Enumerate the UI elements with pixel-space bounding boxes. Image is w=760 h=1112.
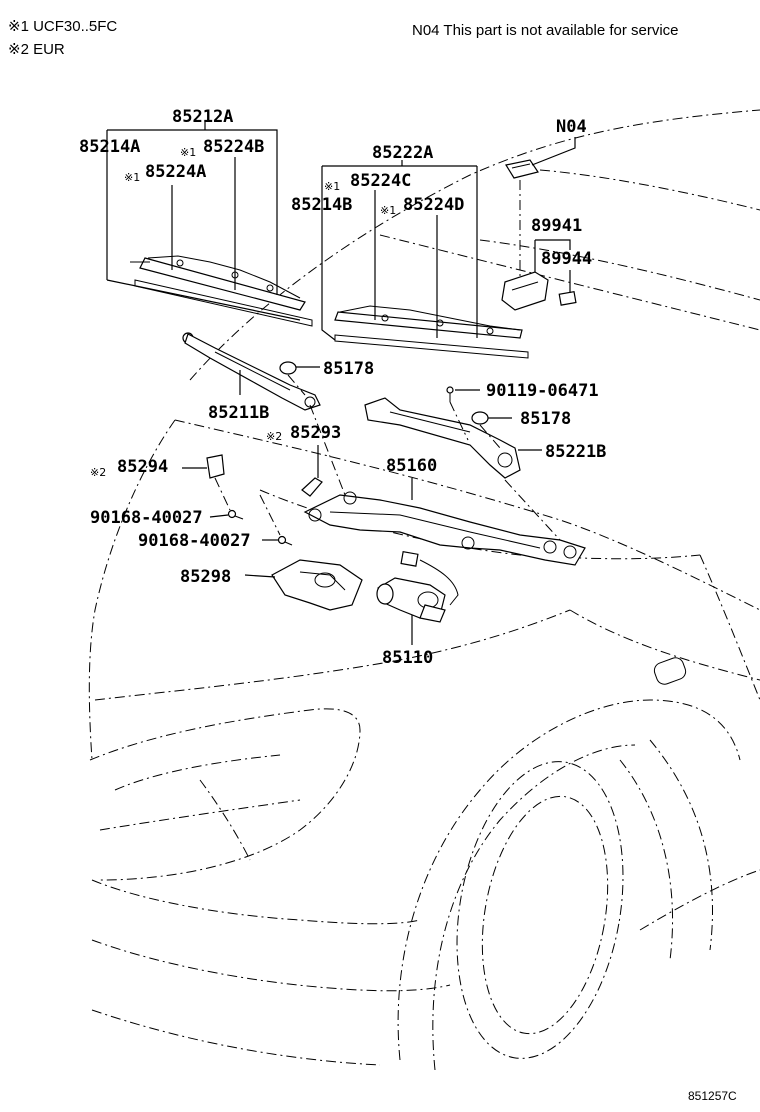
note-n04: N04 This part is not available for servi… — [412, 22, 679, 39]
label-85298: 85298 — [180, 567, 231, 587]
label-85212A: 85212A — [172, 107, 233, 127]
label-85214A: 85214A — [79, 137, 140, 157]
washer-nozzle — [501, 271, 577, 311]
label-85211B: 85211B — [208, 403, 269, 423]
wiper-link-assembly — [303, 491, 586, 566]
label-85224A: 85224A — [145, 162, 206, 182]
bolt-90119 — [446, 386, 454, 402]
leader-lines — [106, 120, 576, 645]
mark-85224B: ※1 — [180, 146, 196, 159]
cap-85178-b — [471, 411, 489, 425]
right-wiper-arm — [364, 397, 521, 479]
label-85110: 85110 — [382, 648, 433, 668]
car-body-outline — [88, 109, 760, 1071]
pad-85293 — [301, 477, 323, 497]
label-85293: 85293 — [290, 423, 341, 443]
mark-85293: ※2 — [266, 430, 282, 443]
diagram-id: 851257C — [688, 1089, 737, 1103]
label-N04: N04 — [556, 117, 587, 137]
bolt-90168-b — [277, 535, 293, 546]
bracket-85294 — [206, 454, 225, 479]
label-85214B: 85214B — [291, 195, 352, 215]
label-85221B: 85221B — [545, 442, 606, 462]
left-wiper-arm — [182, 332, 321, 411]
label-90168-40027-b: 90168-40027 — [138, 531, 251, 551]
label-89941: 89941 — [531, 216, 582, 236]
label-90119-06471: 90119-06471 — [486, 381, 599, 401]
label-85160: 85160 — [386, 456, 437, 476]
mark-85224D: ※1 — [380, 204, 396, 217]
mark-85224C: ※1 — [324, 180, 340, 193]
note-eur: ※2 EUR — [8, 41, 65, 58]
left-wiper-blade — [130, 255, 313, 327]
right-wiper-blade — [334, 305, 529, 359]
label-85178-a: 85178 — [323, 359, 374, 379]
label-85224B: 85224B — [203, 137, 264, 157]
label-89944: 89944 — [541, 249, 592, 269]
bolt-90168-a — [227, 509, 244, 520]
label-85222A: 85222A — [372, 143, 433, 163]
motor-cover-85298 — [271, 559, 363, 611]
label-85224C: 85224C — [350, 171, 411, 191]
label-85224D: 85224D — [403, 195, 464, 215]
n04-clip — [505, 159, 539, 179]
cap-85178-a — [279, 361, 297, 375]
note-ucf30: ※1 UCF30..5FC — [8, 18, 117, 35]
label-85294: 85294 — [117, 457, 168, 477]
label-85178-b: 85178 — [520, 409, 571, 429]
wiper-motor-85110 — [376, 551, 459, 623]
mark-85294: ※2 — [90, 466, 106, 479]
mark-85224A: ※1 — [124, 171, 140, 184]
label-90168-40027-a: 90168-40027 — [90, 508, 203, 528]
